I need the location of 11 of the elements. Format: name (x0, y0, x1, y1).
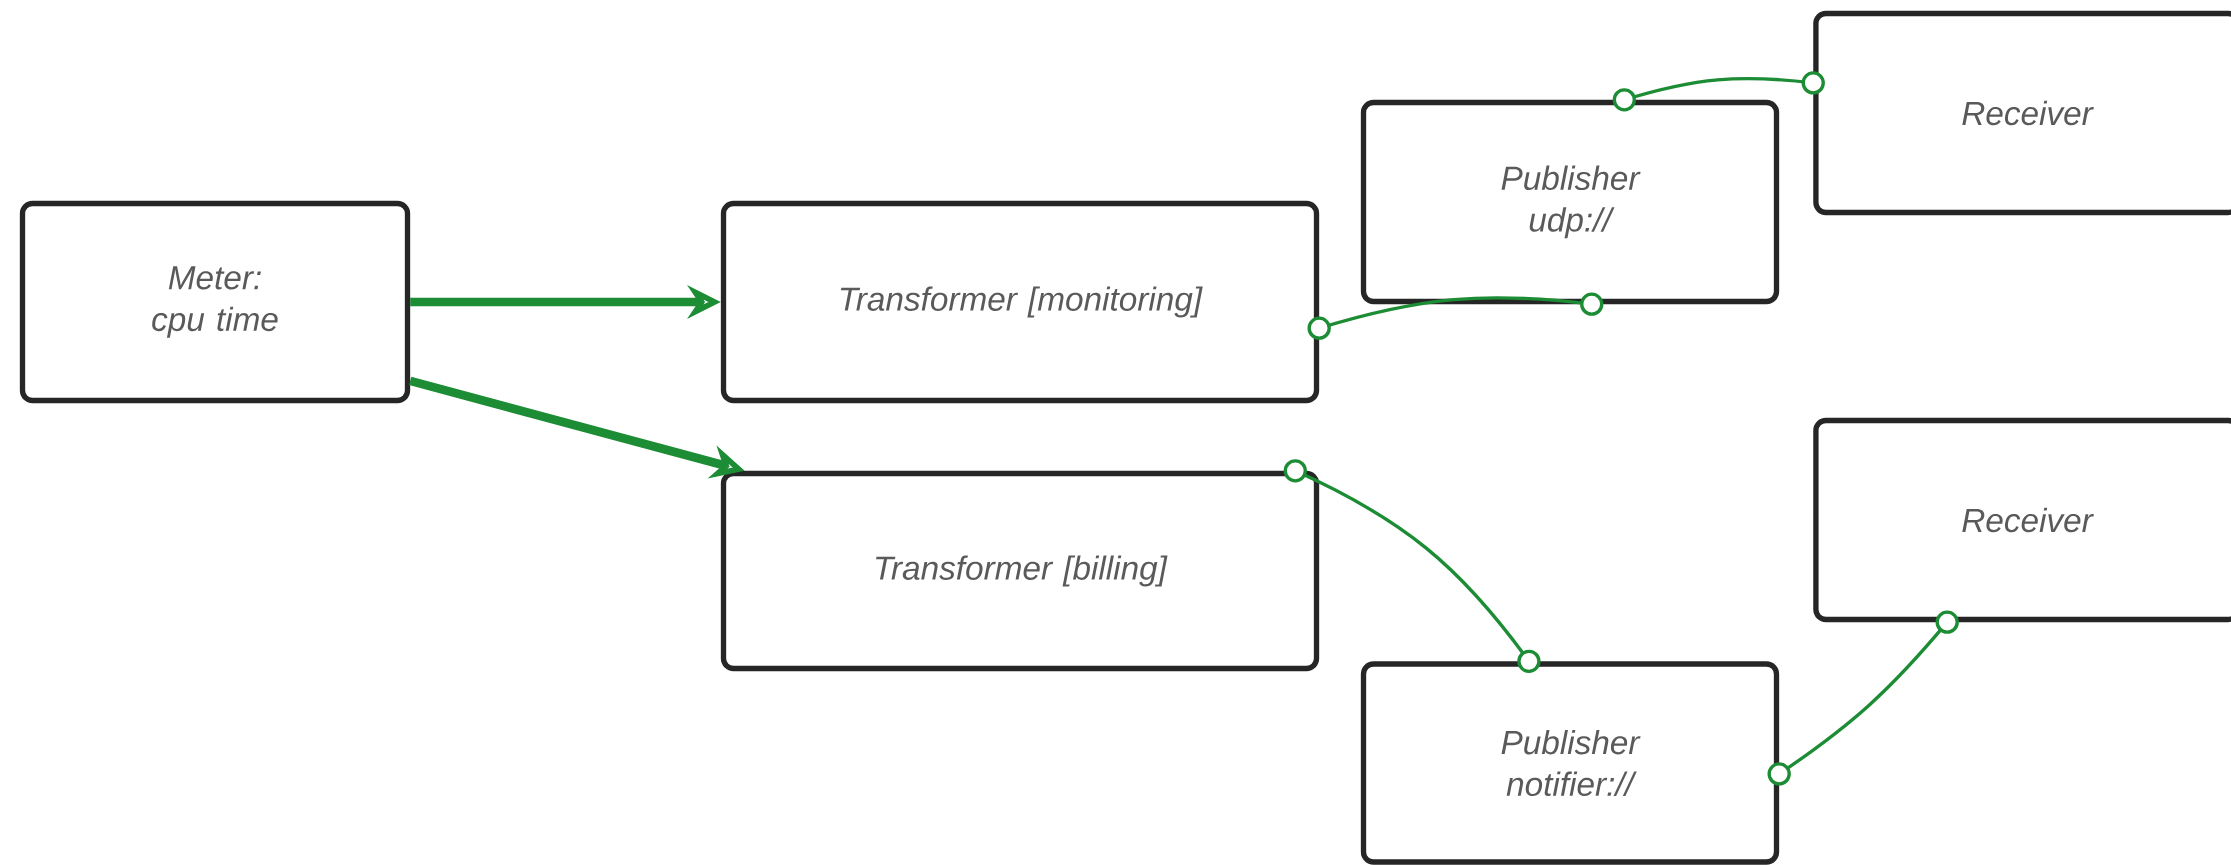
process-box: Transformer [monitoring] (720, 200, 1320, 404)
process-box: Meter: cpu time (19, 200, 411, 404)
connector (1307, 292, 1604, 340)
connector (1612, 71, 1825, 112)
process-box: Publisher udp:// (1360, 99, 1780, 305)
connector (1767, 610, 1959, 786)
process-box: Publisher notifier:// (1360, 661, 1780, 865)
connector (1283, 459, 1541, 673)
process-box: Transformer [billing] (720, 470, 1320, 672)
process-box: Receiver (1813, 417, 2231, 623)
process-box: Receiver (1813, 10, 2231, 216)
